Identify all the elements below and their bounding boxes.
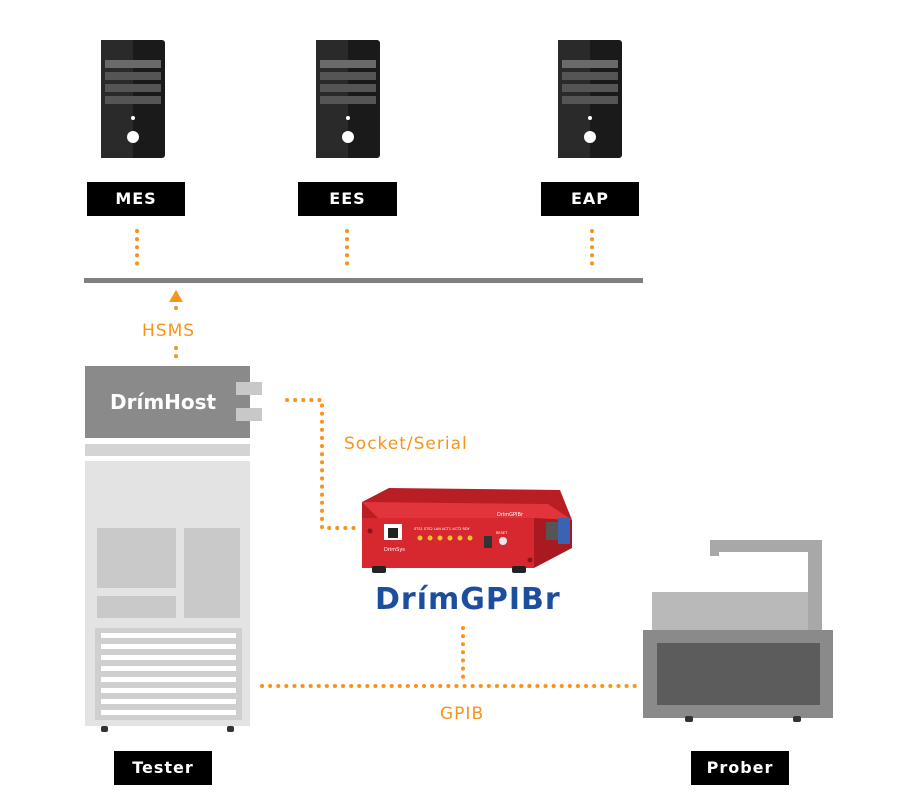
server-tower-mes bbox=[101, 40, 165, 158]
server-tower-eap bbox=[558, 40, 622, 158]
gpib-link bbox=[260, 626, 640, 688]
socket-serial-link bbox=[285, 398, 359, 530]
network-bus bbox=[84, 278, 643, 283]
prober-machine bbox=[643, 540, 833, 722]
mes-label: MES bbox=[87, 182, 185, 216]
server-links bbox=[135, 229, 594, 270]
ees-label: EES bbox=[298, 182, 397, 216]
hsms-link bbox=[169, 290, 183, 364]
gpib-label: GPIB bbox=[440, 704, 485, 724]
eap-label: EAP bbox=[541, 182, 639, 216]
server-tower-ees bbox=[316, 40, 380, 158]
hsms-label: HSMS bbox=[142, 321, 196, 341]
device-panel-model: DrimGPIBr bbox=[497, 512, 524, 518]
tester-machine bbox=[85, 366, 262, 732]
drimhost-label: DrímHost bbox=[110, 390, 217, 414]
device-panel-led-labels: STS1 STS2 LAN ACT1 ACT2 RDY bbox=[414, 527, 470, 531]
drimgpibr-product-name: DrímGPIBr bbox=[375, 582, 561, 617]
prober-label: Prober bbox=[691, 751, 789, 785]
device-panel-brand: DrimSys bbox=[384, 547, 405, 553]
device-panel-reset: RESET bbox=[496, 531, 508, 535]
tester-label: Tester bbox=[114, 751, 212, 785]
gpibr-device bbox=[362, 488, 572, 573]
socket-serial-label: Socket/Serial bbox=[344, 434, 468, 454]
